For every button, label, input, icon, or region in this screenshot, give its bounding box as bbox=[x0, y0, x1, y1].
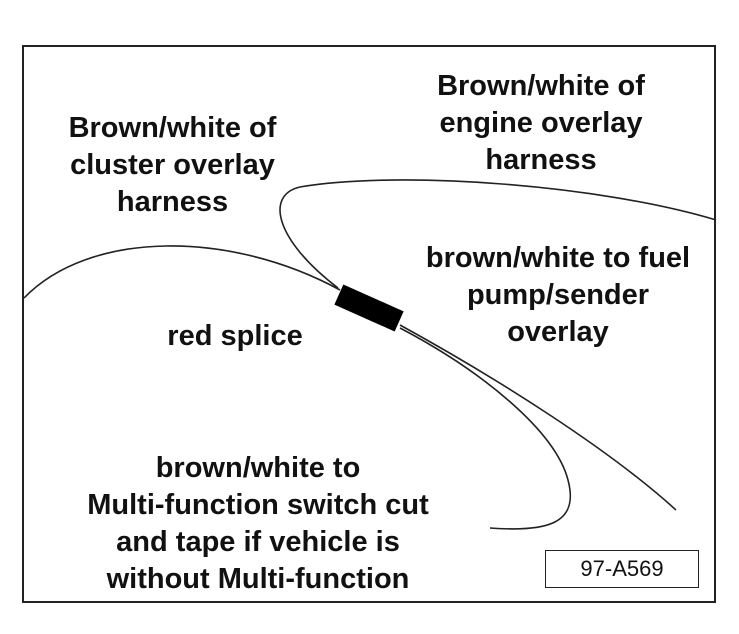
reference-code-box: 97-A569 bbox=[545, 550, 699, 588]
cluster-harness-label: Brown/white of cluster overlay harness bbox=[68, 112, 277, 218]
engine-harness-label: Brown/white of engine overlay harness bbox=[437, 70, 645, 176]
multi-function-wire bbox=[399, 327, 572, 530]
splice-label: red splice bbox=[167, 320, 303, 352]
fuel-pump-label: brown/white to fuel pump/sender overlay bbox=[425, 242, 691, 348]
cluster-harness-wire bbox=[23, 245, 341, 299]
engine-harness-wire bbox=[279, 179, 717, 289]
multi-function-label: brown/white to Multi-function switch cut… bbox=[87, 452, 429, 595]
red-splice bbox=[334, 284, 404, 332]
diagram-frame bbox=[22, 45, 716, 603]
fuel-pump-wire bbox=[399, 324, 677, 511]
